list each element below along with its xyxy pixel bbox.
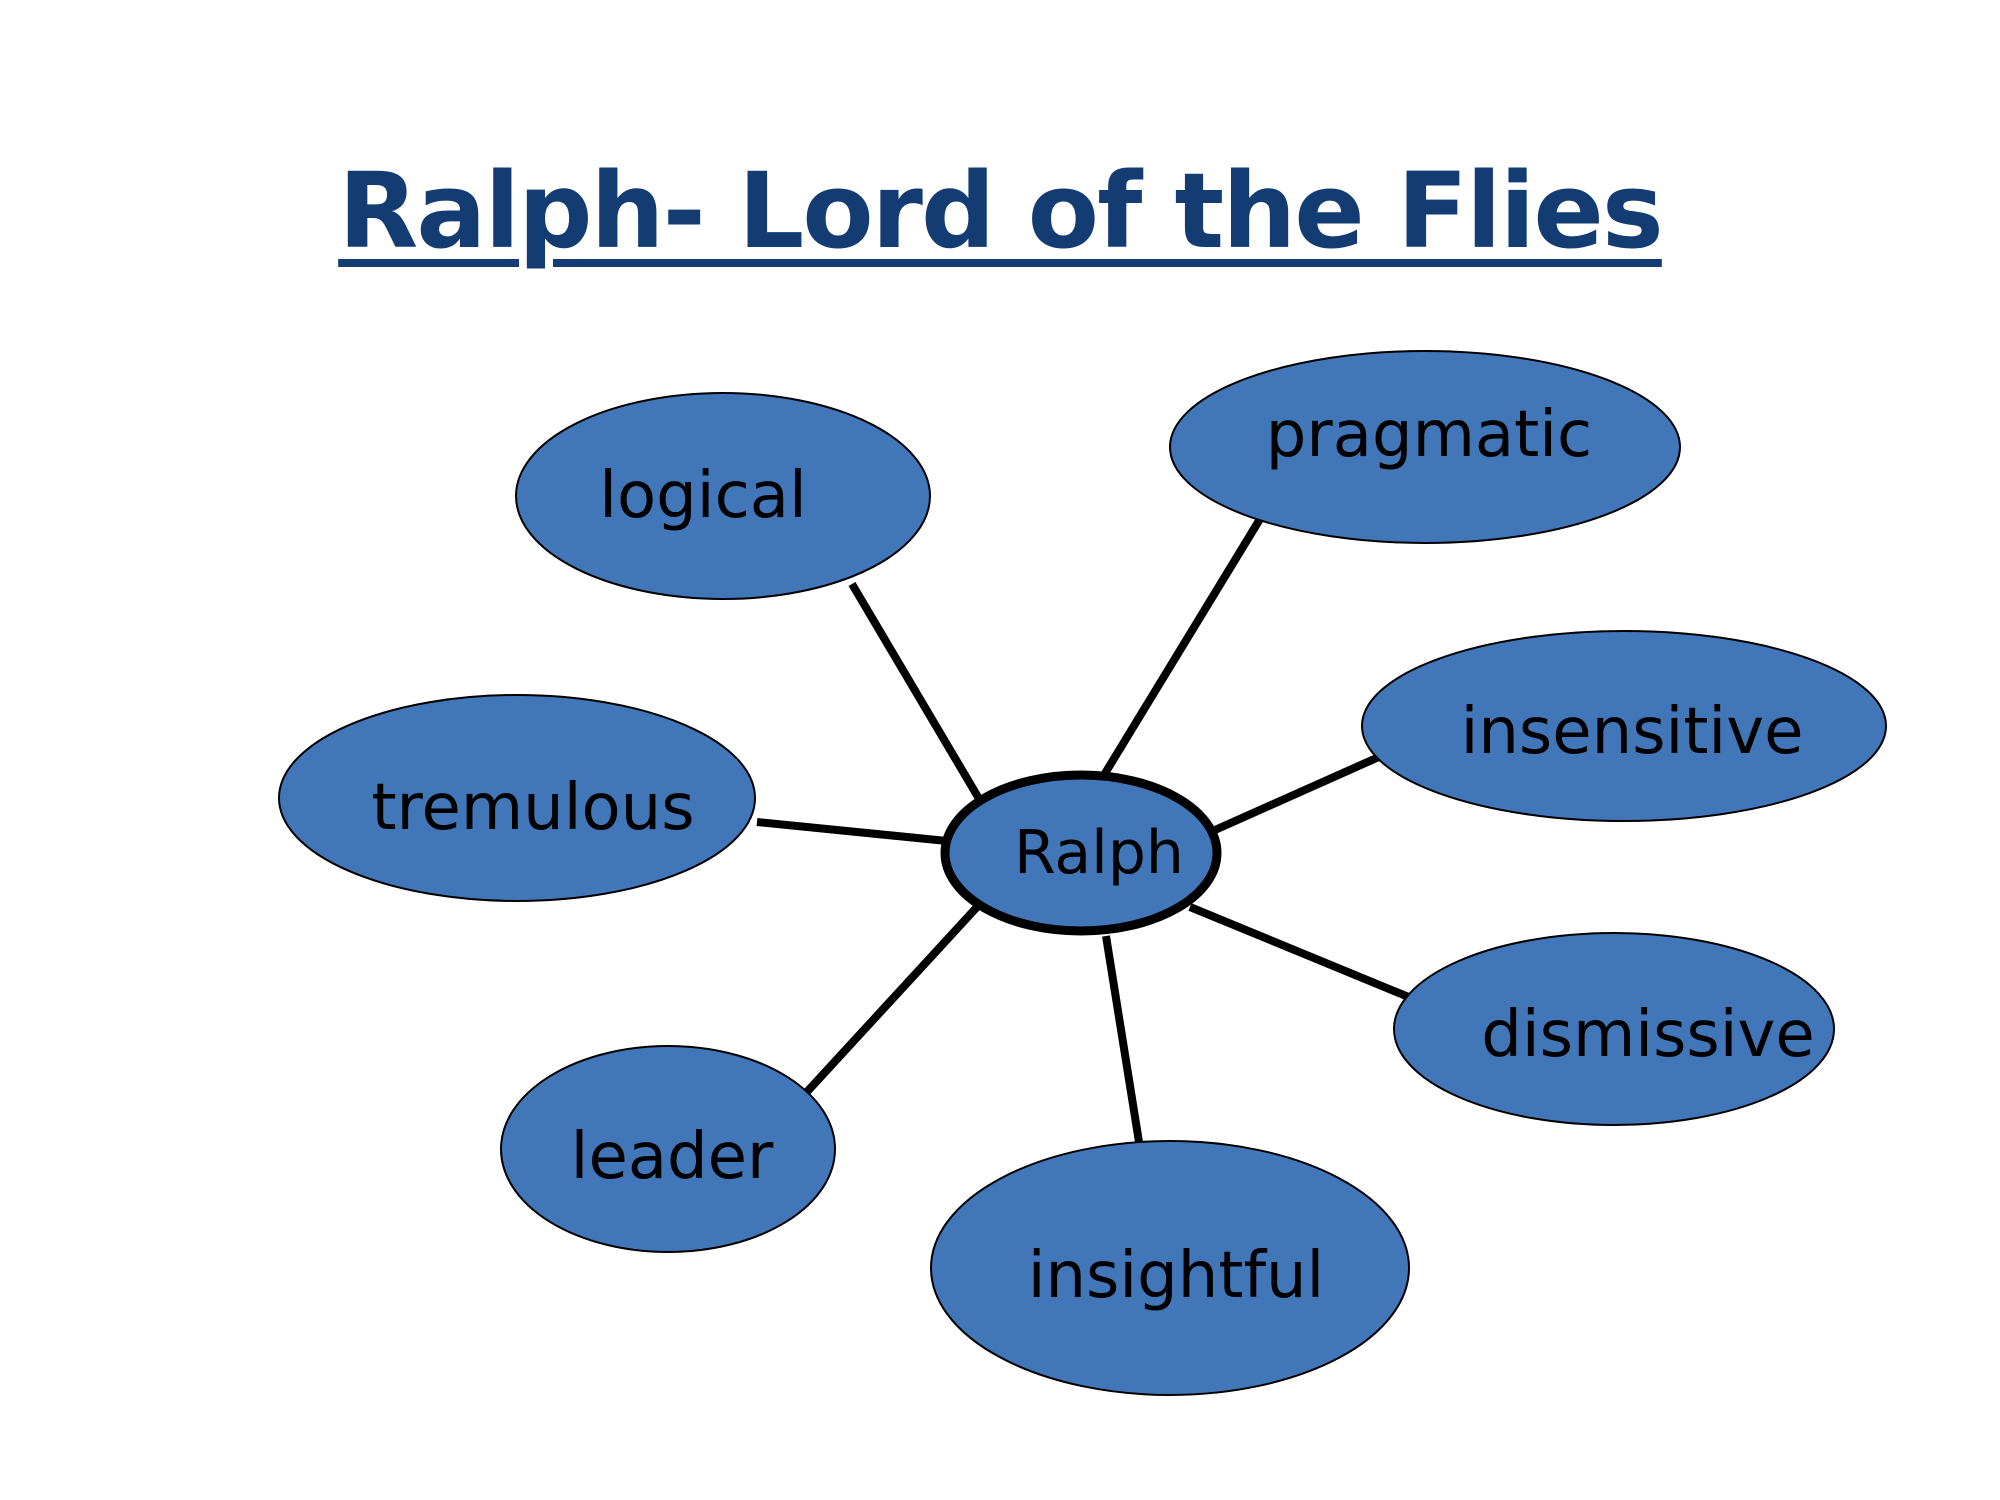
- node-pragmatic[interactable]: pragmatic: [1169, 350, 1681, 544]
- page-title: Ralph- Lord of the Flies: [0, 150, 2000, 272]
- insightful-ellipse: [930, 1140, 1410, 1396]
- insensitive-label: insensitive: [1461, 695, 1804, 769]
- dismissive-label: dismissive: [1481, 998, 1815, 1072]
- pragmatic-label: pragmatic: [1266, 398, 1592, 472]
- title-text: Ralph- Lord of the Flies: [338, 150, 1664, 272]
- center-label: Ralph: [1014, 818, 1184, 888]
- node-dismissive[interactable]: dismissive: [1393, 932, 1835, 1126]
- center-ellipse: [940, 770, 1222, 936]
- connector-ralph-pragmatic: [1100, 516, 1264, 778]
- connector-ralph-insightful: [1102, 935, 1143, 1143]
- connector-ralph-dismissive: [1188, 903, 1413, 1002]
- tremulous-ellipse: [278, 694, 756, 902]
- nodes: logical pragmatic insensitive tremulous dism…: [278, 350, 1887, 1396]
- connector-ralph-tremulous: [756, 818, 948, 845]
- tremulous-label: tremulous: [371, 771, 694, 845]
- logical-label: logical: [599, 459, 807, 533]
- logical-ellipse: [515, 392, 931, 600]
- node-leader[interactable]: leader: [500, 1045, 836, 1253]
- leader-ellipse: [500, 1045, 836, 1253]
- node-tremulous[interactable]: tremulous: [278, 694, 756, 902]
- node-logical[interactable]: logical: [515, 392, 931, 600]
- center-node[interactable]: Ralph: [940, 770, 1222, 936]
- dismissive-ellipse: [1393, 932, 1835, 1126]
- node-insightful[interactable]: insightful: [930, 1140, 1410, 1396]
- leader-label: leader: [571, 1120, 774, 1194]
- insensitive-ellipse: [1361, 630, 1887, 822]
- insightful-label: insightful: [1028, 1239, 1325, 1313]
- connector-ralph-insensitive: [1213, 752, 1383, 834]
- connector-ralph-leader: [802, 904, 980, 1097]
- node-insensitive[interactable]: insensitive: [1361, 630, 1887, 822]
- pragmatic-ellipse: [1169, 350, 1681, 544]
- connectors: [756, 516, 1413, 1143]
- connector-ralph-logical: [848, 581, 982, 800]
